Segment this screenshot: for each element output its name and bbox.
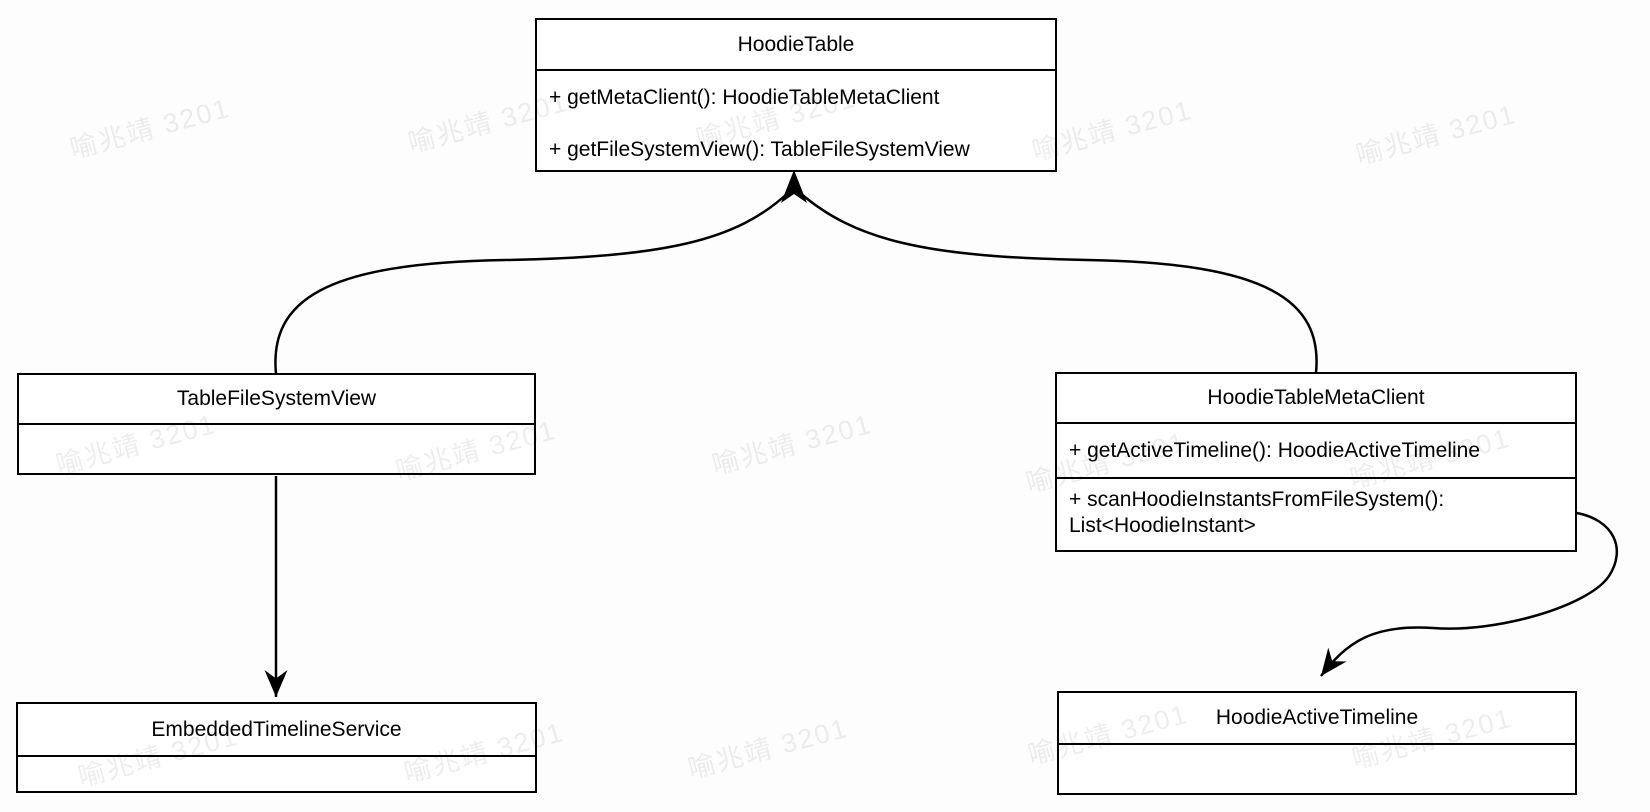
class-title: TableFileSystemView [176, 387, 377, 410]
method-scan-hoodie-instants: + scanHoodieInstantsFromFileSystem(): Li… [1069, 488, 1445, 537]
class-title: HoodieActiveTimeline [1215, 706, 1419, 729]
watermark-text: 喻兆靖 3201 [1352, 98, 1520, 171]
empty-compartment [19, 423, 534, 473]
empty-compartment [18, 755, 535, 791]
class-box-hoodie-table-meta-client: HoodieTableMetaClient + getActiveTimelin… [1055, 372, 1577, 552]
method-get-file-system-view: + getFileSystemView(): TableFileSystemVi… [549, 138, 970, 161]
class-box-embedded-timeline-service: EmbeddedTimelineService [16, 702, 537, 793]
watermark-text: 喻兆靖 3201 [684, 712, 852, 785]
watermark-text: 喻兆靖 3201 [708, 408, 876, 481]
method-get-meta-client: + getMetaClient(): HoodieTableMetaClient [549, 86, 940, 109]
class-box-hoodie-active-timeline: HoodieActiveTimeline [1057, 691, 1577, 795]
class-box-table-file-system-view: TableFileSystemView [17, 373, 536, 475]
method-get-active-timeline: + getActiveTimeline(): HoodieActiveTimel… [1069, 438, 1481, 462]
arrow-hoodietablemetaclient-to-hoodietable [798, 191, 1318, 374]
methods-compartment: + getActiveTimeline(): HoodieActiveTimel… [1057, 422, 1575, 477]
class-title: HoodieTable [737, 32, 855, 56]
methods-compartment: + getMetaClient(): HoodieTableMetaClient… [537, 69, 1055, 170]
watermark-text: 喻兆靖 3201 [66, 92, 234, 165]
arrow-tablefilesystemview-to-hoodietable [274, 191, 790, 375]
methods-compartment: + scanHoodieInstantsFromFileSystem(): Li… [1057, 477, 1575, 550]
class-box-hoodie-table: HoodieTable + getMetaClient(): HoodieTab… [535, 18, 1057, 172]
class-title: HoodieTableMetaClient [1207, 386, 1425, 409]
class-title: EmbeddedTimelineService [151, 717, 402, 741]
merged-arrowhead-icon [781, 170, 807, 203]
empty-compartment [1059, 743, 1575, 793]
